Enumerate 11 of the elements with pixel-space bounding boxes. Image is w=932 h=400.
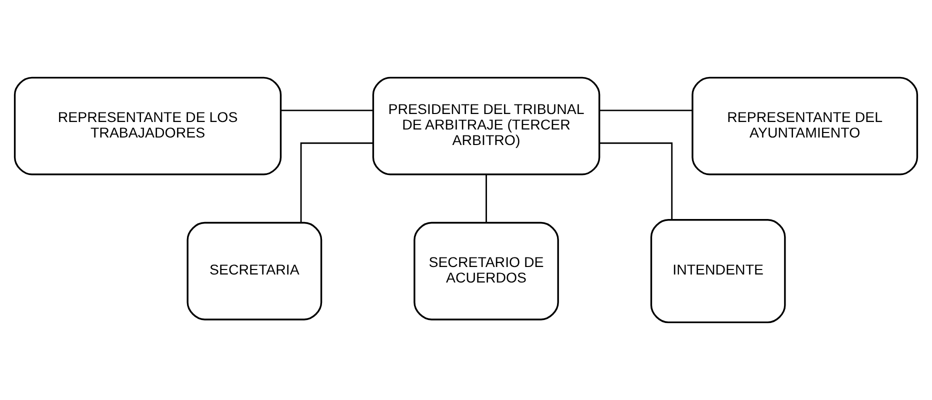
- node-box: REPRESENTANTE DE LOS TRABAJADORES: [14, 76, 282, 176]
- connector: [599, 110, 692, 112]
- node-box: REPRESENTANTE DEL AYUNTAMIENTO: [692, 76, 918, 176]
- connector: [281, 110, 373, 112]
- connector: [600, 142, 673, 220]
- node-box: SECRETARIO DE ACUERDOS: [414, 222, 559, 320]
- node-box: INTENDENTE: [650, 219, 786, 324]
- connector: [300, 142, 374, 223]
- node-box: PRESIDENTE DEL TRIBUNAL DE ARBITRAJE (TERCER ARBITRO): [372, 76, 600, 176]
- connector: [486, 174, 487, 222]
- node-box: SECRETARIA: [186, 222, 322, 320]
